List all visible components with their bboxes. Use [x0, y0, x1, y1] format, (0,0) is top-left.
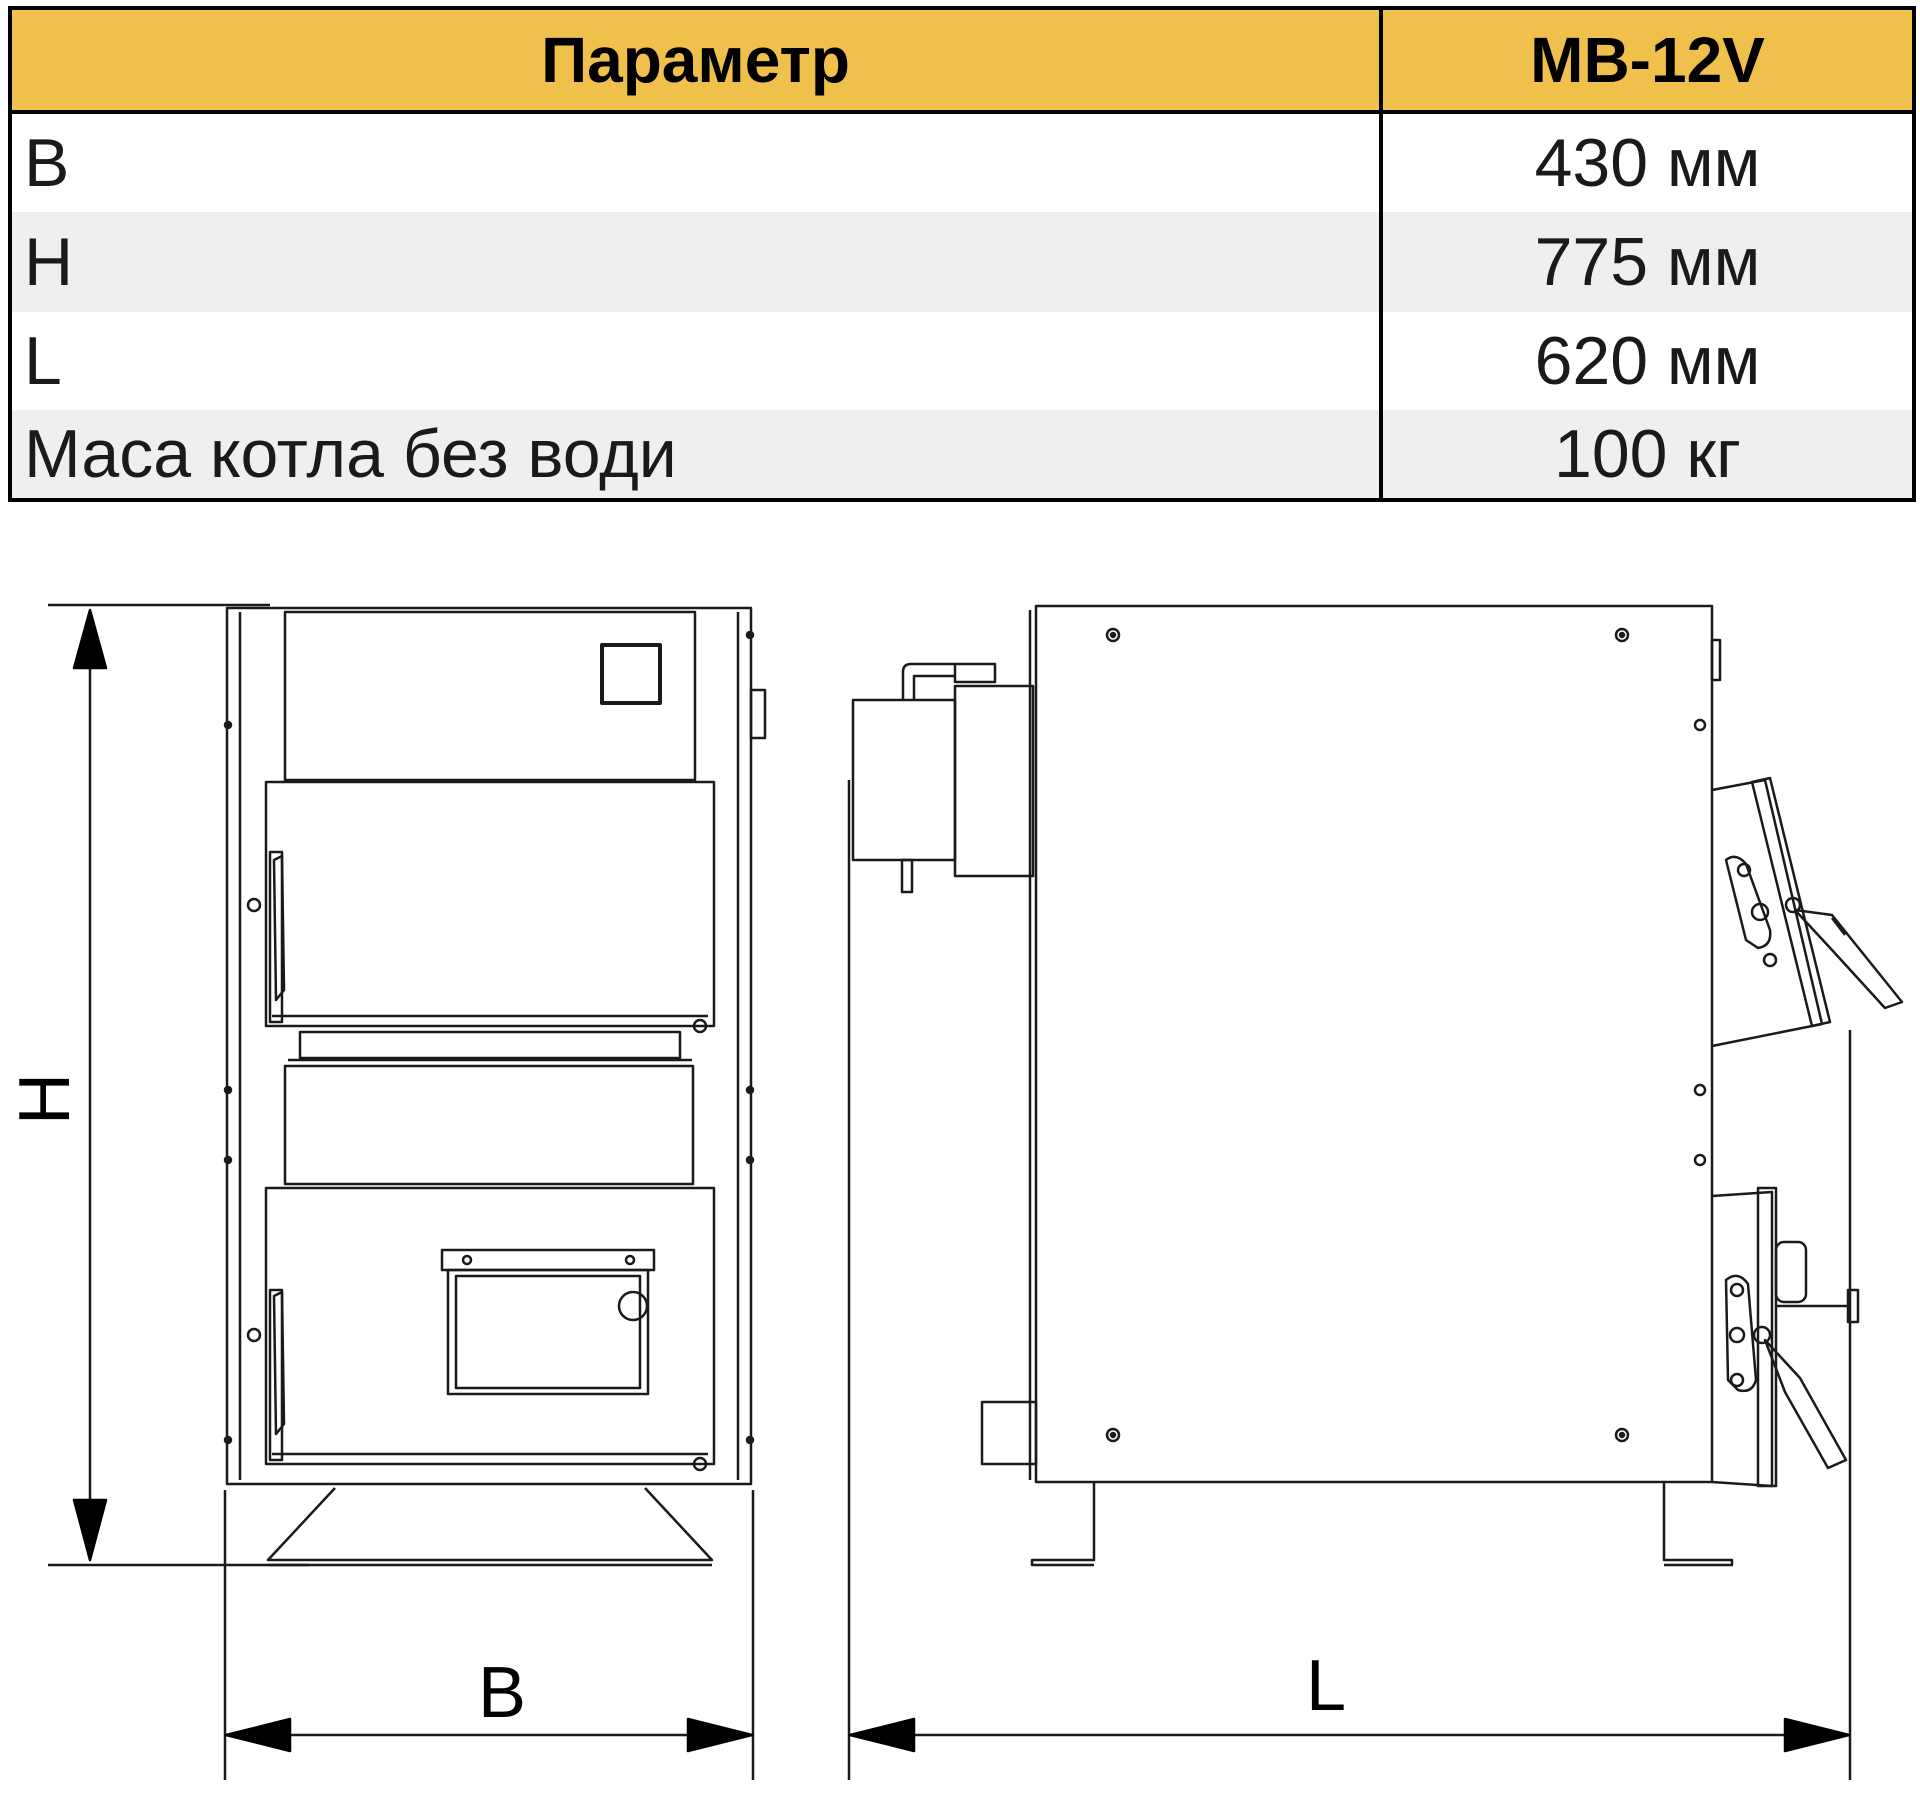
row-param-mass: Маса котла без води — [24, 416, 677, 492]
height-dimension — [48, 603, 310, 1567]
table-row: B 430 мм — [12, 114, 1912, 212]
row-value-mass: 100 кг — [1554, 416, 1741, 492]
height-label: H — [5, 1073, 85, 1125]
row-value-l: 620 мм — [1534, 323, 1761, 399]
row-value-b: 430 мм — [1534, 125, 1761, 201]
width-label: B — [478, 1653, 527, 1733]
header-parameter: Параметр — [541, 24, 850, 96]
row-value-h: 775 мм — [1534, 224, 1761, 300]
row-param-h: H — [24, 224, 74, 300]
table-row: L 620 мм — [12, 312, 1912, 410]
length-dimension — [847, 780, 1852, 1780]
header-model: MB-12V — [1530, 24, 1765, 96]
row-param-b: B — [24, 125, 70, 201]
front-view — [223, 606, 767, 1567]
side-view — [851, 604, 1904, 1567]
width-dimension — [223, 1490, 755, 1780]
table-row: H 775 мм — [12, 212, 1912, 312]
column-divider — [1379, 10, 1383, 498]
table-row: Маса котла без води 100 кг — [12, 410, 1912, 498]
spec-table: Параметр MB-12V B 430 мм H 775 мм L 620 … — [8, 6, 1916, 502]
length-label: L — [1306, 1646, 1347, 1726]
table-header-row: Параметр MB-12V — [12, 10, 1912, 114]
row-param-l: L — [24, 323, 62, 399]
